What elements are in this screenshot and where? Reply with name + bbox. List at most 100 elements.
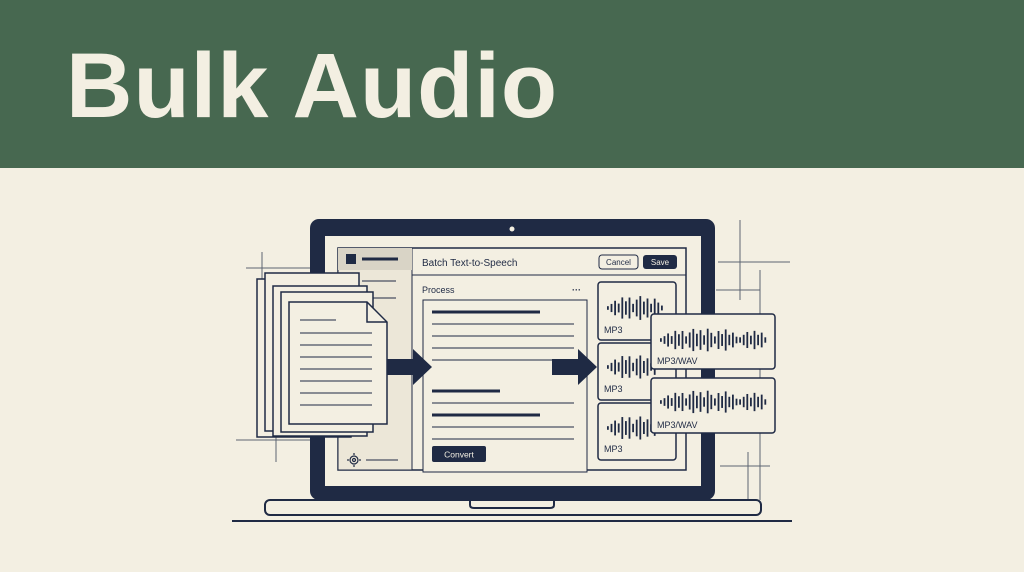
waveform-bar [653,298,656,318]
waveform-bar [735,336,738,344]
waveform-bar [639,416,642,440]
waveform-bar [724,329,727,351]
waveform-bar [621,356,624,378]
waveform-bar [706,390,709,414]
waveform-bar [696,333,698,347]
waveform-bar [681,392,684,412]
waveform-bar [628,417,631,439]
banner-title: Bulk Audio [66,35,559,137]
waveform-bar [760,394,763,410]
save-label: Save [651,258,670,267]
text-lines [432,310,574,440]
waveform-bar [639,296,642,320]
waveform-bar [760,332,763,348]
waveform-bar [764,399,767,405]
waveform-bar [663,336,666,344]
waveform-bar [678,396,680,408]
waveform-bar [625,421,627,435]
more-options-icon[interactable]: ··· [572,285,581,295]
waveform-bar [750,397,752,407]
save-button[interactable]: Save [643,255,677,269]
waveform-bar [681,330,684,350]
waveform-bar [667,333,669,347]
waveform-bar [757,396,759,408]
waveform-bar [632,362,634,372]
waveform-bar [710,394,713,410]
waveform-bar [688,394,691,410]
waveform-bar [699,392,702,412]
section-label: Process [422,285,455,295]
waveform-bar [710,332,713,348]
waveform-bar [646,298,649,318]
waveform-bar [635,299,638,317]
waveform-bar [632,303,634,313]
waveform-bar [628,356,631,378]
waveform-bar [625,301,627,315]
waveform-bar [764,337,767,343]
waveform-bar [728,334,731,346]
waveform-bar [685,398,687,406]
waveform-bar [739,337,741,343]
cancel-button[interactable]: Cancel [598,254,639,270]
waveform-bar [660,338,662,342]
waveform-icon [660,328,767,352]
waveform-bar [732,394,734,410]
audio-card[interactable]: MP3/WAV [650,313,776,370]
convert-label: Convert [444,450,474,460]
waveform-bar [678,334,680,346]
waveform-bar [639,355,642,379]
arrow-right-icon [552,349,597,385]
waveform-bar [643,301,645,315]
waveform-bar [750,335,752,345]
waveform-bar [635,419,638,437]
waveform-bar [646,358,649,376]
waveform-bar [742,396,745,408]
waveform-bar [607,306,609,310]
waveform-bar [617,303,620,313]
waveform-bar [688,332,691,348]
waveform-bar [663,398,666,406]
arrow-right-icon [387,349,432,385]
waveform-bar [692,390,695,414]
waveform-bar [746,393,749,411]
waveform-bar [661,305,663,311]
waveform-bar [646,419,649,437]
gear-icon[interactable] [347,453,361,467]
waveform-icon [607,355,656,379]
waveform-bar [607,426,609,430]
waveform-bar [628,297,631,319]
waveform-bar [714,398,716,406]
waveform-bar [643,421,645,435]
waveform-bar [674,392,677,412]
document-stack [256,272,388,438]
waveform-bar [728,396,731,408]
waveform-bar [714,336,716,344]
waveform-bar [607,365,609,369]
waveform-bar [625,360,627,374]
sidebar-item-active[interactable] [346,254,356,264]
convert-button[interactable]: Convert [432,446,486,462]
waveform-bar [670,336,673,344]
waveform-bar [699,330,702,350]
waveform-bar [757,334,759,346]
waveform-bar [724,391,727,413]
webcam [509,226,515,232]
format-label: MP3 [604,444,623,454]
waveform-bar [657,302,660,314]
waveform-bar [692,328,695,352]
waveform-bar [721,396,723,408]
waveform-bar [696,395,698,409]
audio-card[interactable]: MP3/WAV [650,377,776,434]
waveform-bar [621,417,624,439]
waveform-bar [753,392,756,412]
waveform-bar [614,300,616,316]
waveform-icon [660,390,767,414]
format-label: MP3/WAV [657,420,698,430]
waveform-bar [721,334,723,346]
waveform-bar [621,297,624,319]
waveform-icon [607,296,663,320]
waveform-bar [610,362,613,372]
format-label: MP3/WAV [657,356,698,366]
waveform-bar [617,423,620,433]
